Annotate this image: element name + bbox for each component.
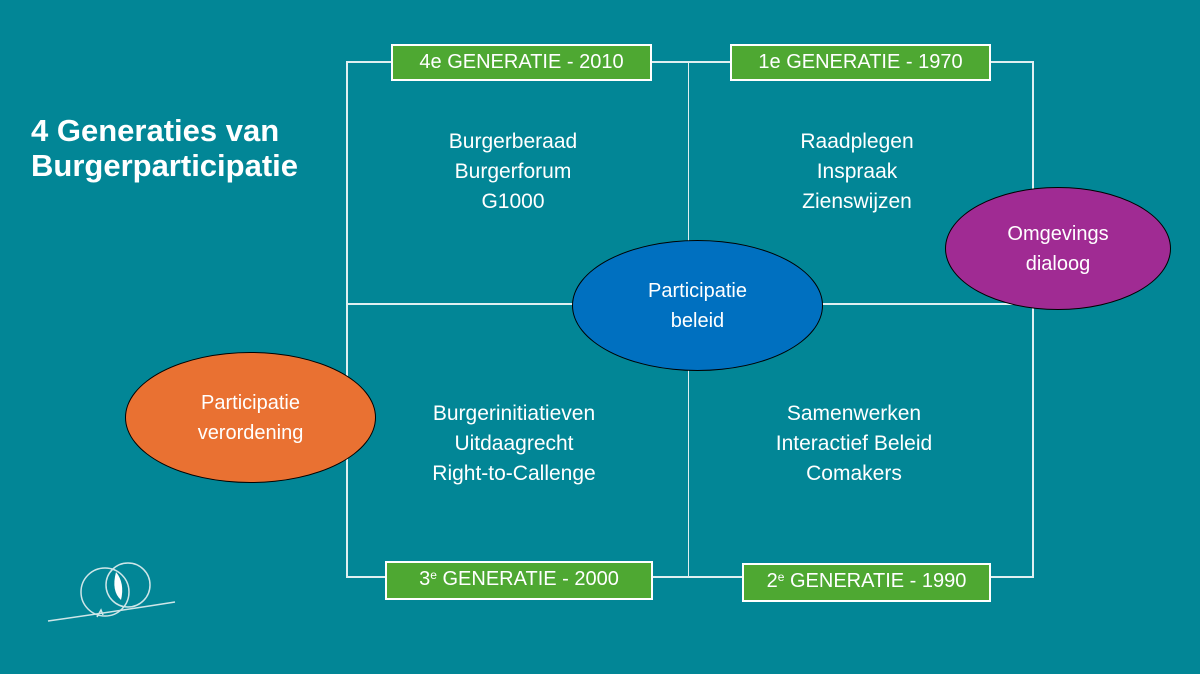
- generation-1-label: 1e GENERATIE - 1970: [730, 44, 991, 81]
- generation-2-label: 2e GENERATIE - 1990: [742, 563, 991, 602]
- frame-right-line: [1032, 61, 1034, 578]
- frame-left-line: [346, 61, 348, 578]
- frame-bottom-line: [347, 576, 1034, 578]
- generation-4-label: 4e GENERATIE - 2010: [391, 44, 652, 81]
- frame-top-line: [347, 61, 1034, 63]
- generation-3-label: 3e GENERATIE - 2000: [385, 561, 653, 600]
- logo-icon: [47, 562, 176, 622]
